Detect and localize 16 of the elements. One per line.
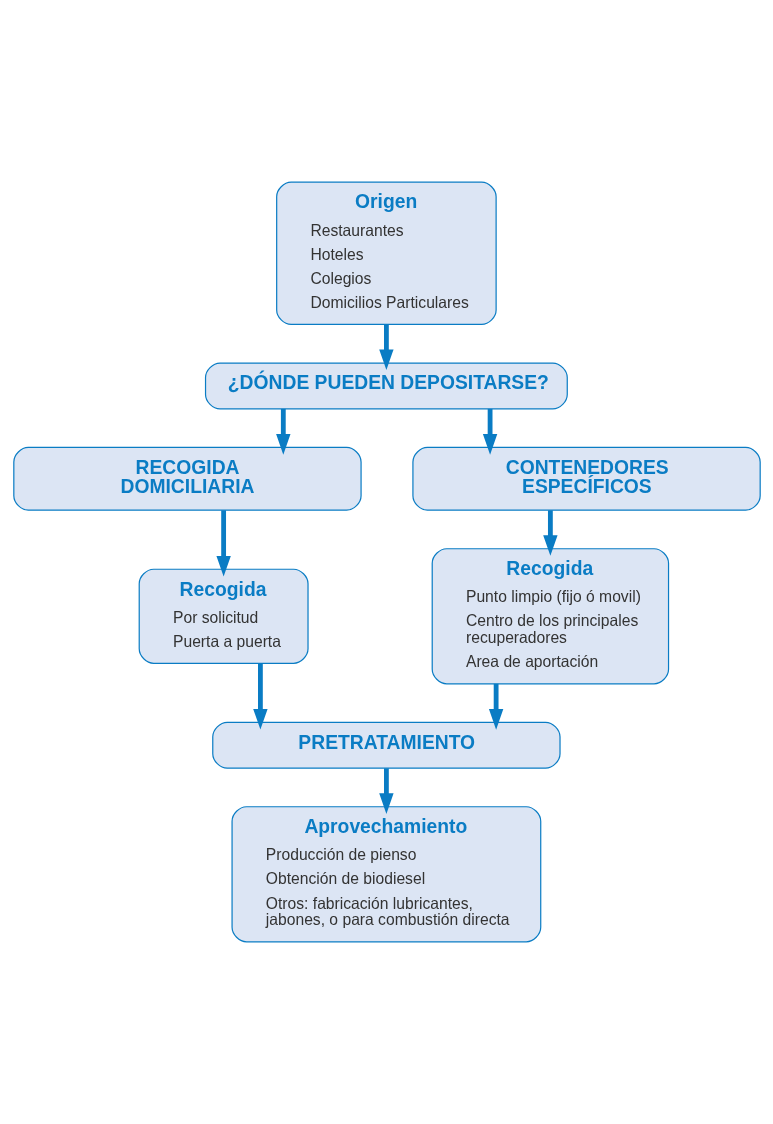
node-box: Aprovechamiento Producción de pienso Obtención de biodiesel Otros: fabricación lubricantes, jabones, o para combustión directa [230,806,541,943]
arrow [378,324,394,370]
node-box: Recogida Punto limpio (fijo ó movil) Centro de los principales recuperadores Area de aportación [431,548,669,685]
node-box: RECOGIDA DOMICILIARIA [12,446,362,511]
node-box: PRETRATAMIENTO [211,721,561,769]
arrow [215,510,231,577]
node-box: Recogida Por solicitud Puerta a puerta [138,568,309,664]
arrow [488,683,503,730]
node-box: Origen Restaurantes Hoteles Colegios Domicilios Particulares [275,181,497,326]
arrow [275,408,290,455]
arrow [542,510,558,556]
node-box: ¿DÓNDE PUEDEN DEPOSITARSE? [204,362,568,410]
arrow [378,768,394,814]
node-box: CONTENEDORES ESPECÍFICOS [411,446,761,511]
arrow [482,408,497,455]
arrow [252,663,268,730]
